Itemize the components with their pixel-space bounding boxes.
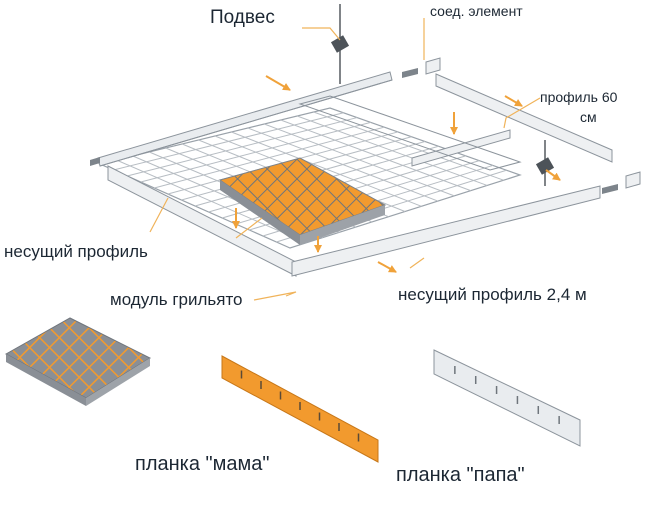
main-profile-back	[97, 71, 393, 167]
strip-female	[221, 355, 379, 463]
profile-60-label-line2: см	[580, 109, 597, 125]
grilyato-module-label: модуль грильято	[110, 290, 243, 309]
connector-label: соед. элемент	[430, 3, 523, 19]
main-profile-right	[435, 73, 613, 163]
profile-60cm	[411, 129, 511, 167]
main-profile-24m-label: несущий профиль 2,4 м	[398, 285, 587, 304]
main-profile-front-2-4m	[291, 185, 601, 277]
grilyato-module	[4, 317, 152, 406]
grilyato-module-in-frame	[218, 157, 387, 245]
hanger-rod-icon	[330, 4, 555, 186]
profile-60-label-line1: профиль 60	[540, 89, 618, 105]
leader-lines	[149, 18, 541, 301]
connector-element	[90, 57, 641, 194]
main-profile-label: несущий профиль	[4, 242, 148, 261]
main-profile-left	[107, 165, 297, 277]
hanger-label: Подвес	[210, 7, 275, 28]
mid-profile	[298, 95, 522, 171]
strip-male	[433, 349, 581, 447]
orange-arrow-icon	[232, 75, 561, 273]
strip-female-label: планка "мама"	[135, 453, 269, 475]
strip-male-label: планка "папа"	[396, 464, 525, 486]
